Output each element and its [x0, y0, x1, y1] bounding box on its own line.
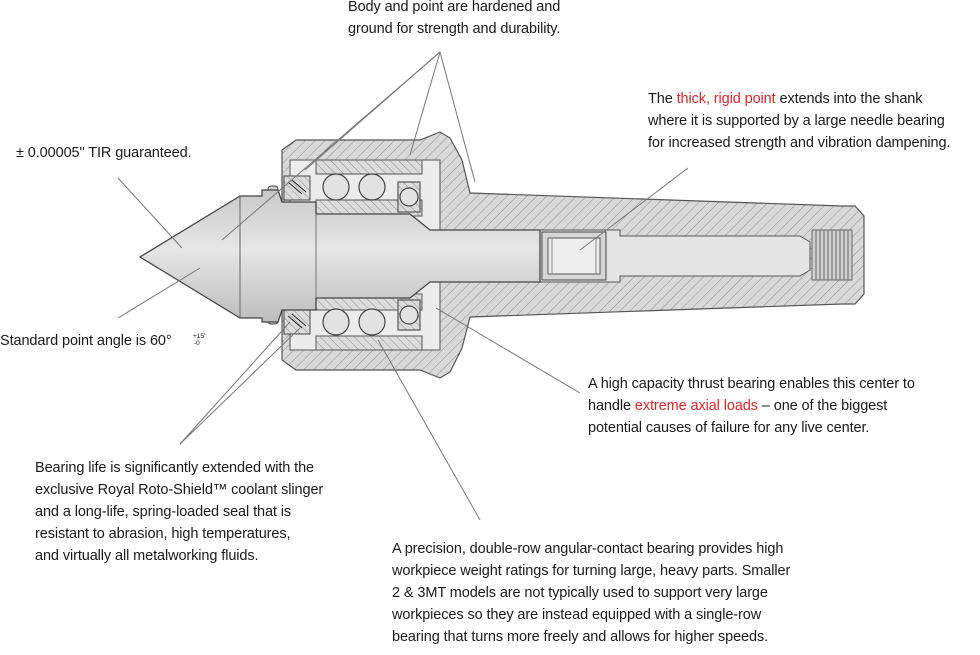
- thrust-line-3: potential causes of failure for any live…: [588, 420, 870, 436]
- double-row-line-2: workpiece weight ratings for turning lar…: [392, 563, 791, 579]
- bearing-life-line-5: and virtually all metalworking fluids.: [35, 548, 259, 564]
- needle-bearing: [541, 231, 607, 281]
- bearing-life-line-1: Bearing life is significantly extended w…: [35, 460, 315, 476]
- thrust-pre: handle: [588, 398, 635, 414]
- leader-lines: [117, 51, 689, 521]
- bearing-life-line-3: and a long-life, spring-loaded seal that…: [35, 504, 292, 520]
- bearing-life-line-2: exclusive Royal Roto-Shield™ coolant sli…: [35, 482, 324, 498]
- thick-point-highlight: thick, rigid point: [676, 91, 776, 107]
- thrust-bearing-balls: [397, 181, 421, 331]
- thrust-line-1: A high capacity thrust bearing enables t…: [588, 376, 915, 392]
- thick-point-line-3: for increased strength and vibration dam…: [648, 135, 951, 151]
- thick-point-annotation: The thick, rigid point extends into the …: [648, 88, 951, 154]
- angle-tolerance-minus: -0: [194, 340, 200, 347]
- tir-annotation: ± 0.00005" TIR guaranteed.: [16, 145, 192, 161]
- thrust-highlight: extreme axial loads: [634, 398, 758, 414]
- body-point-line-1: Body and point are hardened and: [348, 0, 561, 15]
- thrust-bearing-annotation: A high capacity thrust bearing enables t…: [588, 373, 915, 439]
- double-row-line-1: A precision, double-row angular-contact …: [392, 541, 784, 557]
- bearing-life-annotation: Bearing life is significantly extended w…: [35, 457, 323, 567]
- body-point-line-2: ground for strength and durability.: [348, 21, 561, 37]
- thick-point-pre: The: [648, 91, 677, 107]
- double-row-annotation: A precision, double-row angular-contact …: [392, 538, 790, 648]
- double-row-line-3: 2 & 3MT models are not typically used to…: [392, 585, 768, 601]
- angle-tolerance-plus: +15': [193, 333, 206, 340]
- thick-point-post: extends into the shank: [775, 91, 923, 107]
- point-angle-text: Standard point angle is 60°: [0, 333, 172, 349]
- double-row-line-4: workpieces so they are instead equipped …: [392, 607, 762, 623]
- double-row-bearing-balls: [322, 173, 386, 336]
- thick-point-line-2: where it is supported by a large needle …: [648, 113, 945, 129]
- thrust-post: – one of the biggest: [757, 398, 888, 414]
- double-row-line-5: bearing that turns more freely and allow…: [392, 629, 769, 645]
- threaded-end: [811, 229, 853, 281]
- bearing-life-line-4: resistant to abrasion, high temperatures…: [35, 526, 291, 542]
- body-point-annotation: Body and point are hardened and ground f…: [348, 0, 560, 40]
- point-angle-annotation: Standard point angle is 60° +15' -0: [0, 330, 205, 352]
